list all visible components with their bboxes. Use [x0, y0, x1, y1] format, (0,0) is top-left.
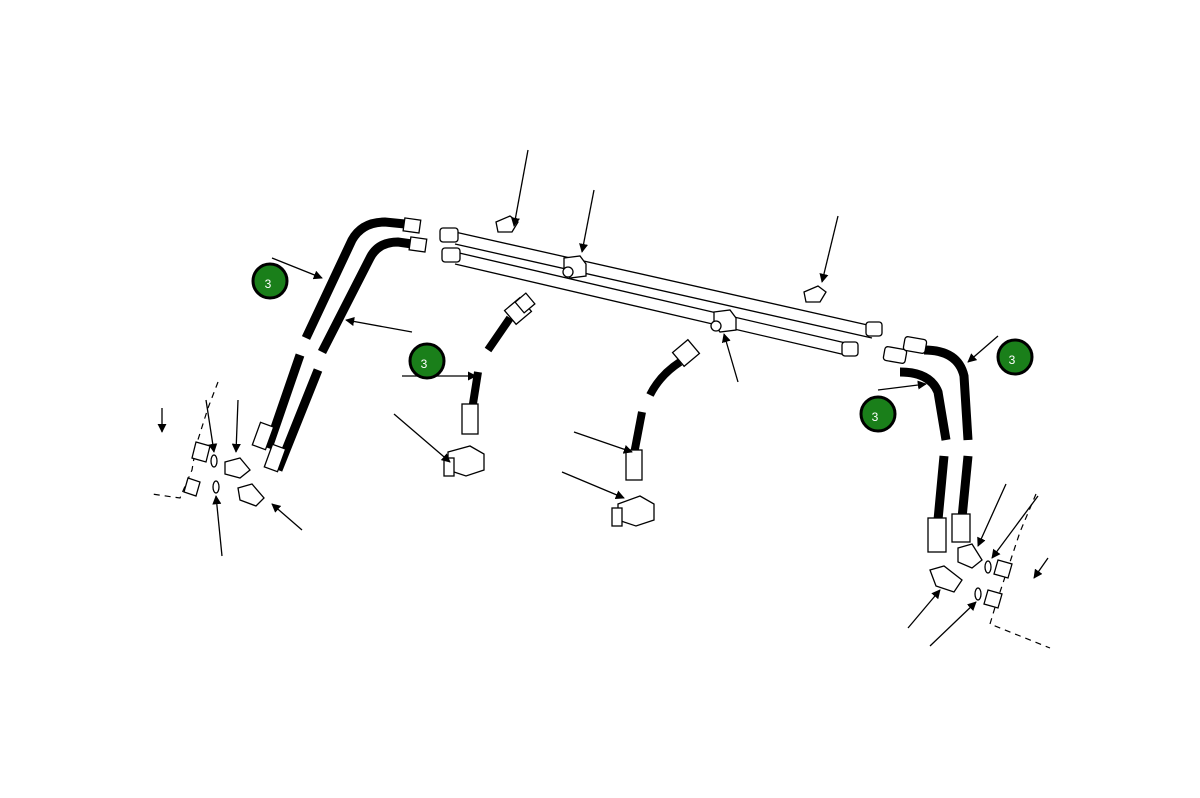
callout-right-upper[interactable]: 3 — [996, 338, 1034, 376]
callout-label: 3 — [421, 357, 428, 371]
callout-right-lower[interactable]: 3 — [859, 395, 897, 433]
callout-label: 3 — [1009, 353, 1016, 367]
middle-right-short-hose — [611, 338, 701, 527]
left-hose-pair — [251, 217, 428, 473]
right-fittings — [929, 543, 992, 601]
left-fittings — [210, 454, 265, 507]
right-mounting-bracket — [983, 493, 1051, 649]
leader-lines — [157, 149, 1049, 647]
callout-label: 3 — [872, 410, 879, 424]
callout-center[interactable]: 3 — [408, 342, 446, 380]
callout-left-upper[interactable]: 3 — [251, 262, 289, 300]
center-tube-assembly — [439, 215, 883, 357]
right-hose-pair — [882, 336, 973, 553]
left-mounting-bracket — [151, 381, 219, 499]
middle-left-short-hose — [443, 292, 536, 477]
callout-label: 3 — [265, 277, 272, 291]
